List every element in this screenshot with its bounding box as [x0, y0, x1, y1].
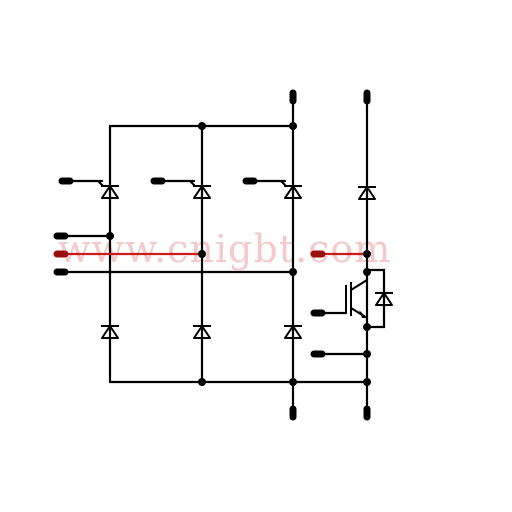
- ac-input-wires: [60, 234, 295, 274]
- igbt-freewheel-diode: [365, 268, 393, 329]
- junction-dots: [106, 122, 371, 386]
- thyristor-lower-2: [193, 325, 211, 339]
- thyristor-upper-3: [280, 180, 302, 199]
- brake-series-diode: [358, 186, 376, 200]
- thyristor-lower-1: [101, 325, 119, 339]
- thyristor-upper-2: [189, 180, 211, 199]
- thyristor-lower-3: [284, 325, 302, 339]
- thyristor-upper-1: [97, 180, 119, 199]
- terminal-pins: [53, 89, 371, 421]
